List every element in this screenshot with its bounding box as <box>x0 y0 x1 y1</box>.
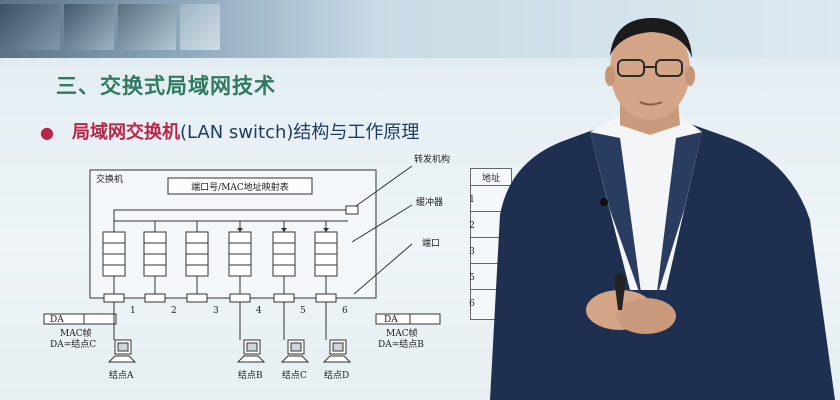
bullet-text: (LAN switch)结构与工作原理 <box>179 122 420 143</box>
slide-title: 三、交换式局域网技术 <box>56 74 276 98</box>
address-table-header: 地址 <box>481 174 500 184</box>
banner-photo-tile <box>180 4 220 50</box>
right-frame-data-box <box>409 313 441 325</box>
computer-keyboard-icon <box>322 355 352 363</box>
banner-photo-tile <box>0 4 60 50</box>
lan-switch-diagram: 交换机 端口号/MAC地址映射表 转发机构 缓冲器 端口 1 2 3 4 5 6 DA M… <box>43 153 450 381</box>
switch-port <box>103 293 125 303</box>
address-table-divider <box>471 263 511 264</box>
address-table-row-number: 6 <box>469 299 475 309</box>
computer-node: 结点A <box>107 302 137 381</box>
presenter-lapel <box>590 132 642 300</box>
address-table-divider <box>471 289 511 290</box>
buffer-stack <box>228 221 252 294</box>
computer-node: 结点C <box>280 302 310 381</box>
computer-node: 结点B <box>236 302 266 381</box>
right-frame-label: MAC帧 <box>386 327 418 339</box>
address-table-row-number: 3 <box>469 247 475 257</box>
presenter-ear <box>605 66 615 86</box>
buffer-stack <box>185 221 209 294</box>
buffer-stack <box>102 221 126 294</box>
switch-port <box>273 293 295 303</box>
address-table-row-number: 1 <box>469 195 475 205</box>
bullet-point: ● 局域网交换机(LAN switch)结构与工作原理 <box>40 118 419 144</box>
port-callout-line <box>353 243 413 295</box>
computer-node: 结点D <box>322 302 352 381</box>
switch-label: 交换机 <box>96 173 123 185</box>
port-number: 4 <box>256 306 262 316</box>
left-frame-data-box <box>83 313 117 325</box>
presenter-ear <box>685 66 695 86</box>
port-group: 1 2 3 4 5 6 <box>103 293 348 316</box>
presenter-mouth <box>639 101 663 106</box>
buffer-stack <box>143 221 167 294</box>
port-label: 端口 <box>422 237 440 249</box>
right-frame-da: DA <box>384 315 398 325</box>
buffer-label: 缓冲器 <box>416 196 443 208</box>
computer-keyboard-icon <box>280 355 310 363</box>
address-table-row-number: 2 <box>469 221 475 231</box>
buffer-group <box>102 221 338 294</box>
switch-port <box>229 293 251 303</box>
right-frame-address: DA=结点B <box>378 338 424 350</box>
presenter-lapel <box>656 132 702 300</box>
port-number: 5 <box>300 306 306 316</box>
computer-keyboard-icon <box>107 355 137 363</box>
buffer-stack <box>272 221 296 294</box>
forwarding-callout-line <box>355 165 413 207</box>
banner-photo-tile <box>118 4 176 50</box>
address-table-row-number: 5 <box>469 273 475 283</box>
address-table-divider <box>471 237 511 238</box>
node-group: 结点A 结点B 结点C 结点D <box>107 302 352 381</box>
mapping-table-box <box>167 177 313 195</box>
banner-photo-tile <box>64 4 114 50</box>
presenter-image <box>490 18 835 400</box>
left-frame-address: DA=结点C <box>50 338 96 350</box>
switch-port <box>144 293 166 303</box>
mapping-table-label: 端口号/MAC地址映射表 <box>191 181 289 193</box>
node-label: 结点B <box>238 369 263 381</box>
bullet-dot-icon: ● <box>40 123 54 142</box>
buffer-stack <box>314 221 338 294</box>
address-table-divider <box>471 185 511 186</box>
forwarding-label: 转发机构 <box>414 153 450 165</box>
node-label: 结点C <box>282 369 307 381</box>
address-table-divider <box>471 211 511 212</box>
computer-keyboard-icon <box>236 355 266 363</box>
left-frame-label: MAC帧 <box>60 327 92 339</box>
port-number: 1 <box>130 306 136 316</box>
presenter-face <box>610 20 690 120</box>
node-label: 结点D <box>324 369 349 381</box>
buffer-callout-line <box>351 204 413 243</box>
forwarding-unit <box>345 205 359 215</box>
port-number: 6 <box>342 306 348 316</box>
switch-port <box>315 293 337 303</box>
bullet-emphasis-text: 局域网交换机 <box>71 122 180 143</box>
lapel-microphone-icon <box>600 198 608 206</box>
switch-port <box>186 293 208 303</box>
node-label: 结点A <box>109 369 134 381</box>
port-number: 3 <box>213 306 219 316</box>
presenter-hands <box>616 298 676 334</box>
clicker-remote-icon <box>614 272 626 310</box>
left-frame-da: DA <box>50 315 64 325</box>
presenter-hair <box>610 18 692 58</box>
port-number: 2 <box>171 306 177 316</box>
header-banner-image <box>0 0 840 58</box>
forwarding-bus-line <box>113 209 358 221</box>
